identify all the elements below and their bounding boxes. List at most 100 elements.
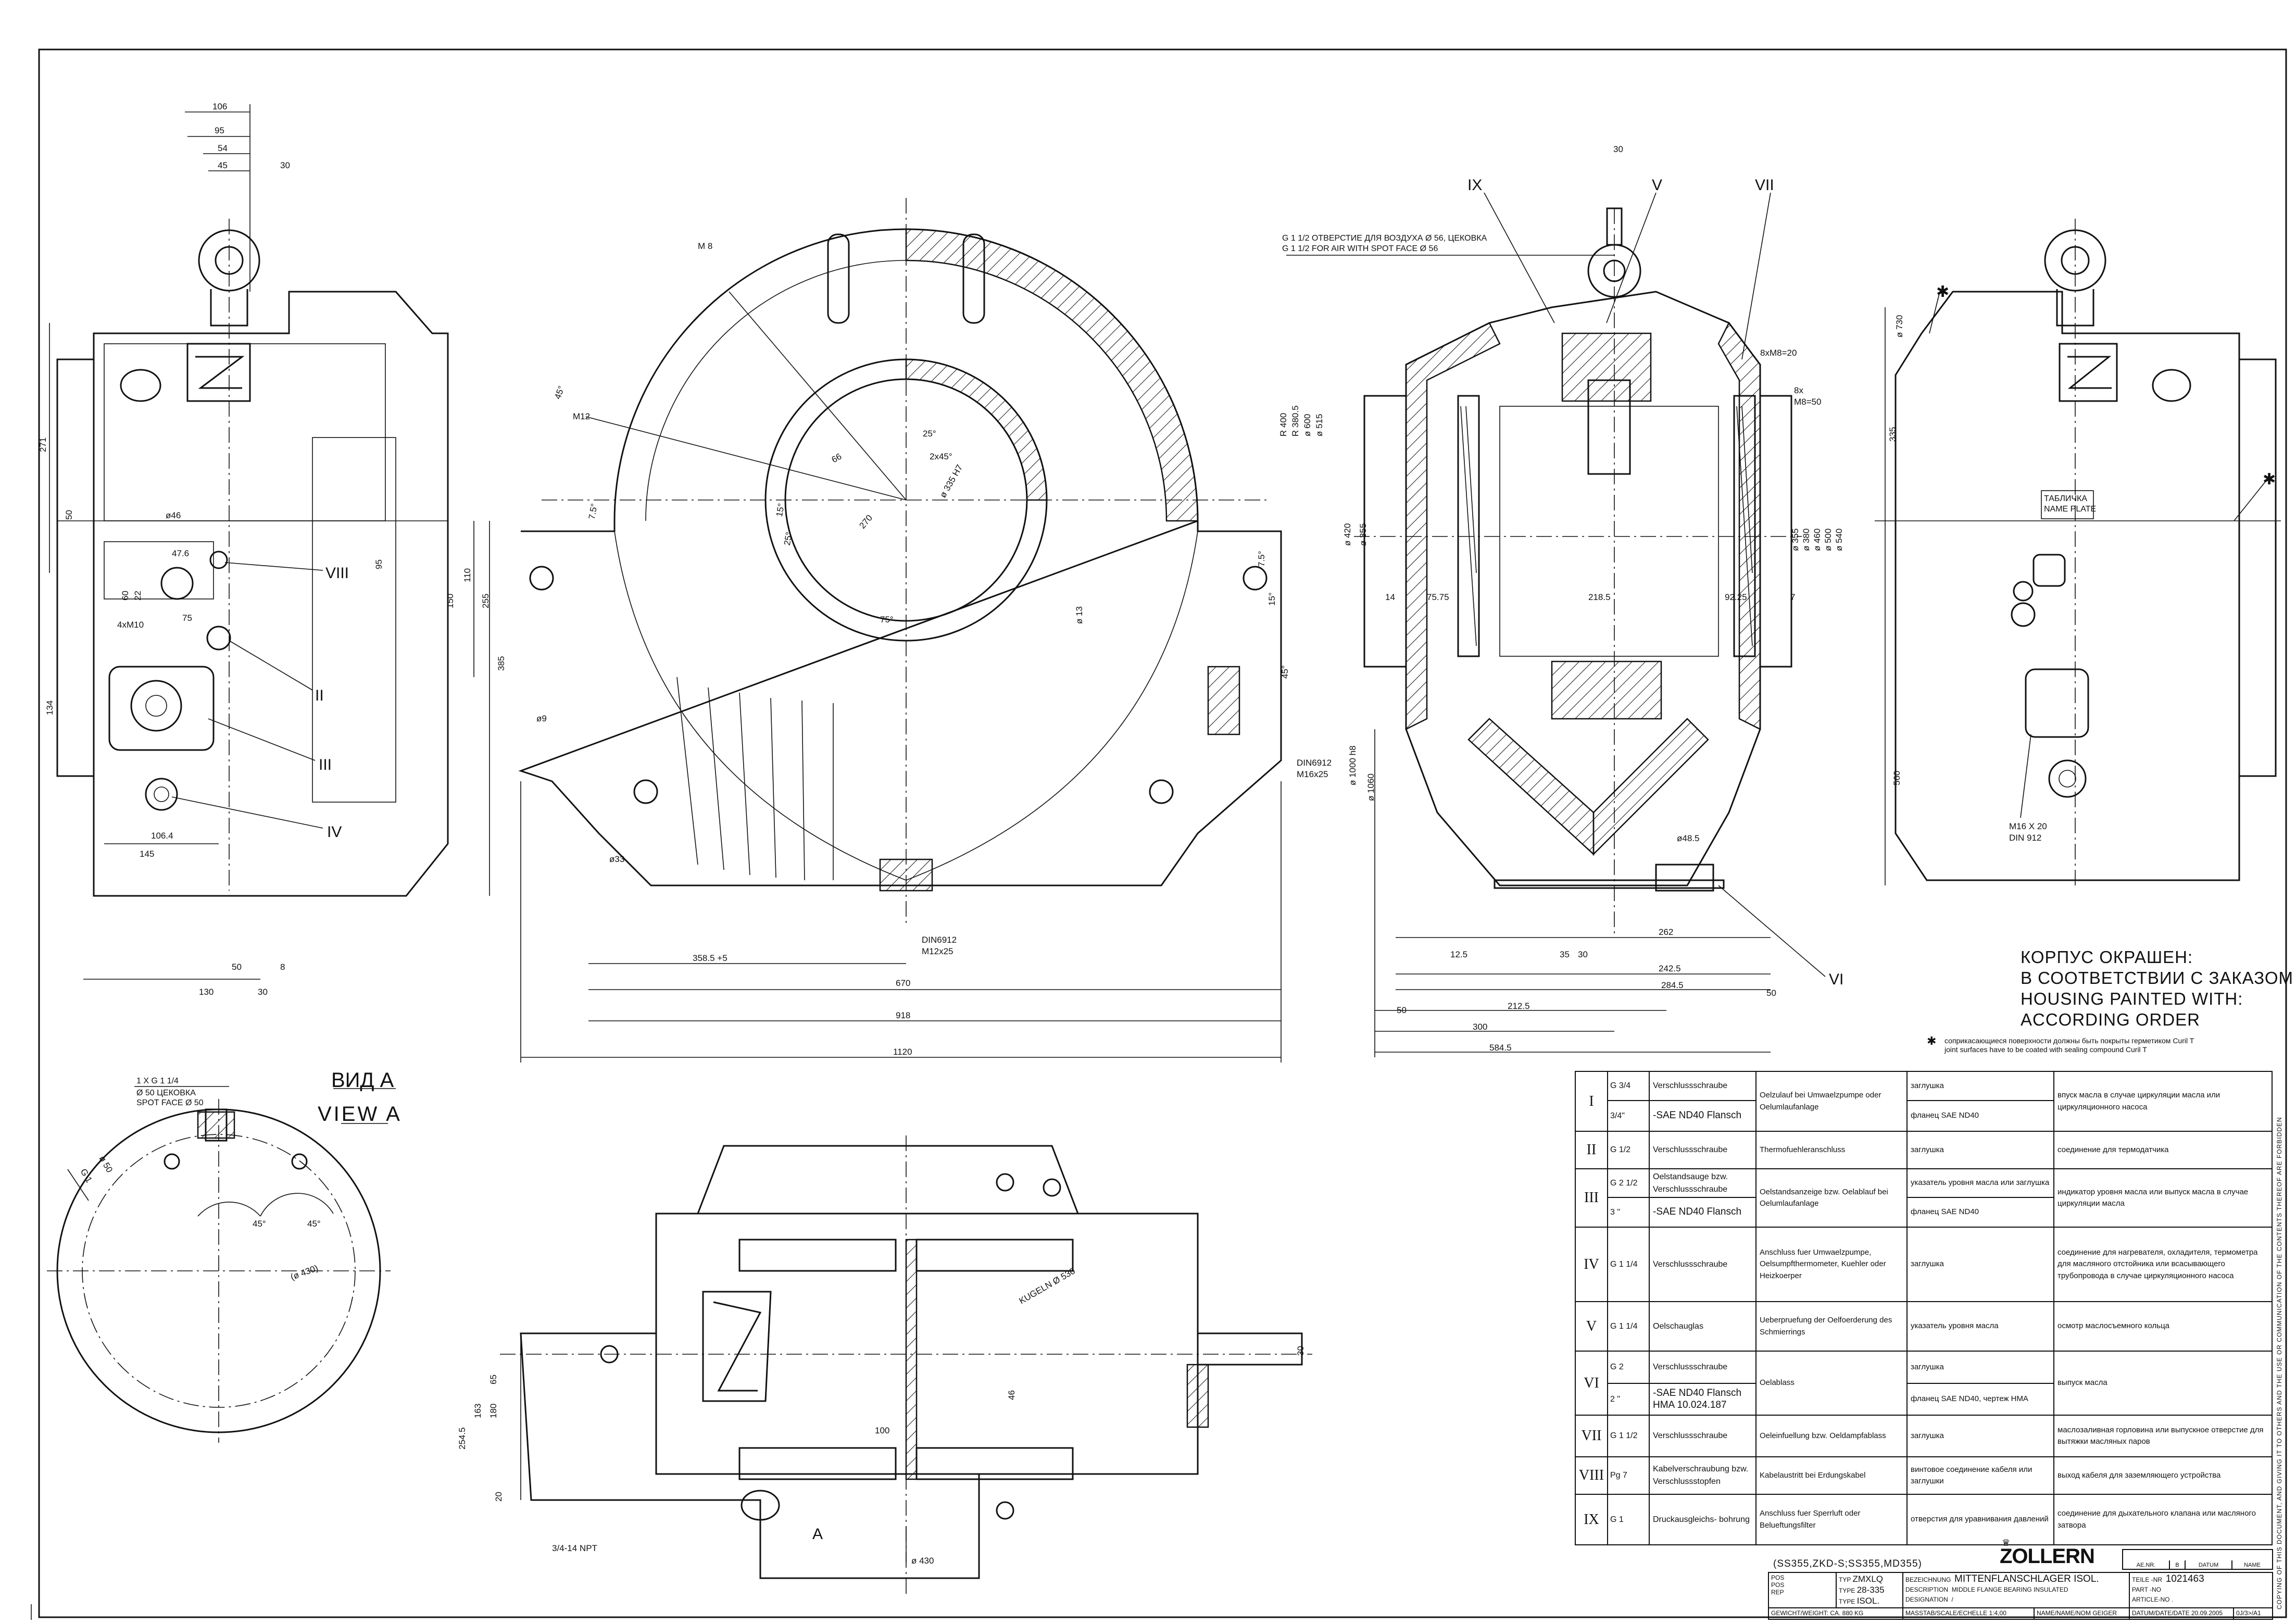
component-name: Verschlussschraube xyxy=(1649,1131,1756,1169)
svg-text:30: 30 xyxy=(1578,950,1588,959)
svg-text:45°: 45° xyxy=(1280,665,1290,679)
view-a-diameter: (ø 430) xyxy=(289,1263,319,1282)
paint-note-ru-2: В СООТВЕТСТВИИ С ЗАКАЗОМ xyxy=(2021,968,2293,988)
component-name: Oelstandsauge bzw. Verschlussschraube xyxy=(1649,1168,1756,1198)
svg-text:ø 355: ø 355 xyxy=(1358,523,1368,546)
function-de: Oelablass xyxy=(1755,1351,1908,1416)
svg-text:ø 355: ø 355 xyxy=(1790,529,1800,551)
part-number: 1021463 xyxy=(2165,1573,2204,1584)
svg-text:8: 8 xyxy=(280,962,285,972)
svg-text:180: 180 xyxy=(488,1404,498,1418)
svg-text:R 380.5: R 380.5 xyxy=(1290,405,1300,436)
svg-text:218.5: 218.5 xyxy=(1588,592,1611,602)
function-de: Ueberpruefung der Oelfoerderung des Schm… xyxy=(1755,1301,1908,1352)
svg-text:45: 45 xyxy=(218,160,228,170)
function-de: Anschluss fuer Umwaelzpumpe, Oelsumpfthe… xyxy=(1755,1227,1908,1302)
function-ru: выход кабеля для заземляющего устройства xyxy=(2053,1456,2273,1495)
svg-text:284.5: 284.5 xyxy=(1661,980,1684,990)
svg-text:385: 385 xyxy=(496,656,506,671)
drawing-title: MITTENFLANSCHLAGER ISOL. xyxy=(1954,1573,2099,1584)
joint-note: ✱ соприкасающиеся поверхности должны быт… xyxy=(1927,1034,2194,1054)
svg-text:7.5°: 7.5° xyxy=(1257,551,1266,567)
view-a-port-3: SPOT FACE Ø 50 xyxy=(136,1098,204,1107)
component-name: Oelschauglas xyxy=(1649,1301,1756,1352)
svg-text:50: 50 xyxy=(64,510,74,520)
rev-header: AE.NR. xyxy=(2123,1560,2170,1570)
name-plate-ru: ТАБЛИЧКА xyxy=(2044,494,2087,503)
component-name: Druckausgleichs- bohrung xyxy=(1649,1494,1756,1545)
air-hole-note-ru: G 1 1/2 ОТВЕРСТИЕ ДЛЯ ВОЗДУХА Ø 56, ЦЕКО… xyxy=(1282,234,1487,243)
svg-text:60: 60 xyxy=(120,591,130,601)
component-ru: винтовое соединение кабеля или заглушки xyxy=(1906,1456,2054,1495)
svg-text:100: 100 xyxy=(875,1426,889,1435)
component-ru: фланец SAE ND40 xyxy=(1906,1197,2054,1228)
component-ru: указатель уровня масла xyxy=(1906,1301,2054,1352)
svg-text:ø 13: ø 13 xyxy=(1074,606,1084,624)
svg-text:7: 7 xyxy=(1790,592,1795,602)
svg-text:ø 515: ø 515 xyxy=(1314,414,1324,436)
svg-text:15°: 15° xyxy=(774,503,786,518)
view-a-port-d50: ø 50 xyxy=(97,1154,115,1175)
svg-text:15°: 15° xyxy=(1267,592,1277,606)
svg-text:918: 918 xyxy=(896,1010,910,1020)
component-ru: фланец SAE ND40, чертеж HMA xyxy=(1906,1383,2054,1416)
view-a-port-2: Ø 50 ЦЕКОВКА xyxy=(136,1089,196,1097)
svg-text:M8=50: M8=50 xyxy=(1794,397,1821,407)
svg-text:75°: 75° xyxy=(880,615,894,624)
front-view: M 8 M12 45° 7.5° 25° 66 2x45° 270 ø 335 … xyxy=(518,198,1332,1063)
svg-text:ø46: ø46 xyxy=(166,510,181,520)
svg-text:20: 20 xyxy=(494,1492,504,1502)
rev-header: NAME xyxy=(2244,1562,2261,1568)
svg-text:54: 54 xyxy=(218,143,228,153)
thread-size: 3 " xyxy=(1607,1197,1650,1228)
component-name: -SAE ND40 Flansch HMA 10.024.187 xyxy=(1649,1383,1756,1416)
svg-text:110: 110 xyxy=(462,568,472,582)
svg-text:12.5: 12.5 xyxy=(1450,950,1467,959)
asterisk-icon: ✱ xyxy=(1927,1034,1937,1047)
port-label-viii: VIII xyxy=(325,565,349,582)
function-ru: соединение для термодатчика xyxy=(2053,1131,2273,1169)
svg-text:35: 35 xyxy=(1560,950,1570,959)
component-ru: фланец SAE ND40 xyxy=(1906,1100,2054,1132)
svg-text:2x45°: 2x45° xyxy=(930,452,952,461)
svg-text:DIN6912: DIN6912 xyxy=(1297,758,1332,768)
component-ru: заглушка xyxy=(1906,1415,2054,1457)
component-name: Verschlussschraube xyxy=(1649,1071,1756,1101)
port-id: VI xyxy=(1575,1351,1608,1416)
svg-text:254.5: 254.5 xyxy=(457,1427,467,1450)
right-side-view: ТАБЛИЧКА NAME PLATE M16 X 20 DIN 912 ✱ ✱ xyxy=(1875,219,2281,885)
svg-text:65: 65 xyxy=(488,1375,498,1384)
svg-text:8x: 8x xyxy=(1794,385,1803,395)
component-name: -SAE ND40 Flansch xyxy=(1649,1197,1756,1228)
port-id: VII xyxy=(1575,1415,1608,1457)
svg-text:95: 95 xyxy=(215,126,224,135)
thread-size: 3/4" xyxy=(1607,1100,1650,1132)
view-a: ВИД A VIEW A 1 X G 1 1/4 Ø 50 ЦЕКОВКА SP… xyxy=(47,1069,400,1443)
svg-text:ø 1000 h8: ø 1000 h8 xyxy=(1348,745,1358,785)
table-row: 3 "-SAE ND40 Flansch фланец SAE ND40 xyxy=(1575,1197,2272,1228)
copyright-notice: COPYING OF THIS DOCUMENT, AND GIVING IT … xyxy=(2276,1117,2283,1609)
function-ru: соединение для дыхательного клапана или … xyxy=(2053,1494,2273,1545)
port-id: V xyxy=(1575,1301,1608,1352)
svg-text:212.5: 212.5 xyxy=(1508,1001,1530,1011)
svg-text:271: 271 xyxy=(38,438,48,452)
svg-text:4xM10: 4xM10 xyxy=(117,620,144,630)
bolt-spec-2: DIN 912 xyxy=(2009,833,2041,843)
svg-text:358.5 +5: 358.5 +5 xyxy=(693,953,727,963)
port-id: VIII xyxy=(1575,1456,1608,1495)
svg-text:ø 730: ø 730 xyxy=(1894,315,1904,338)
bottom-view-dimensions: 30 65 163 180 254.5 20 100 46 3/4-14 NPT… xyxy=(457,1266,1306,1566)
port-label-vi: VI xyxy=(1829,971,1843,988)
function-de: Thermofuehleranschluss xyxy=(1755,1131,1908,1169)
component-name: Verschlussschraube xyxy=(1649,1351,1756,1384)
thread-size: G 1 1/4 xyxy=(1607,1227,1650,1302)
port-id: II xyxy=(1575,1131,1608,1169)
svg-text:30: 30 xyxy=(280,160,290,170)
air-hole-note-en: G 1 1/2 FOR AIR WITH SPOT FACE Ø 56 xyxy=(1282,244,1438,253)
svg-text:M12x25: M12x25 xyxy=(922,946,953,956)
svg-text:DIN6912: DIN6912 xyxy=(922,935,957,945)
